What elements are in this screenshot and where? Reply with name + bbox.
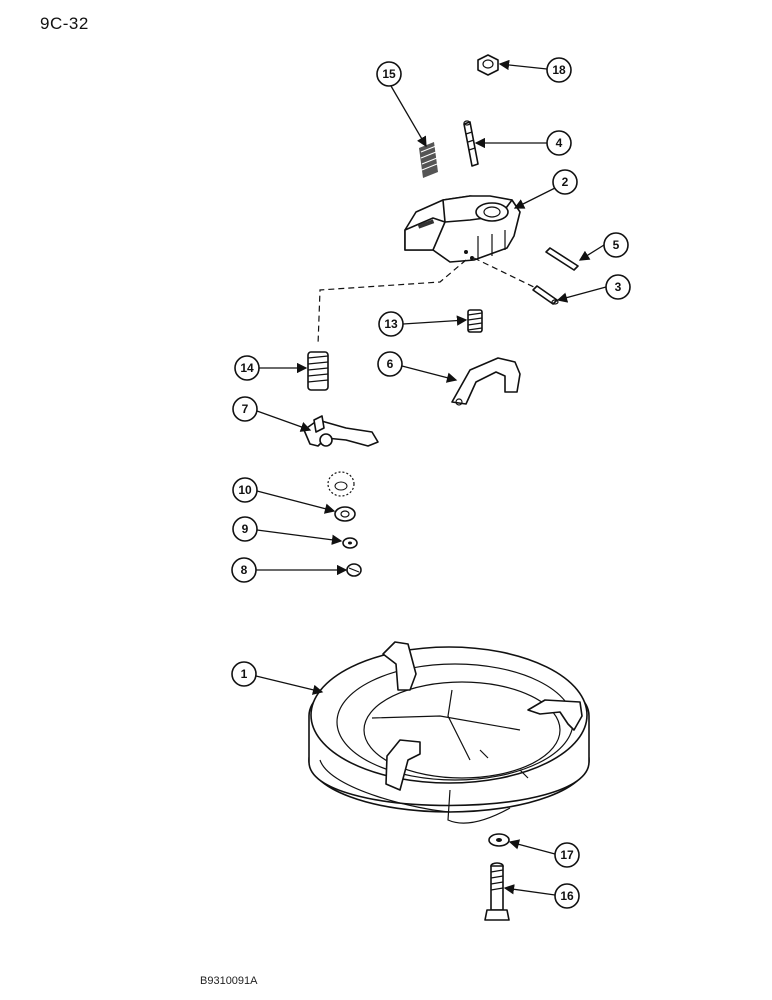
callout-15-label: 15 xyxy=(382,67,396,81)
callout-1: 1 xyxy=(231,661,257,687)
part-17-washer xyxy=(488,833,510,847)
callout-2: 2 xyxy=(552,169,578,195)
callout-8-label: 8 xyxy=(241,563,248,577)
callout-6: 6 xyxy=(377,351,403,377)
part-13-spring xyxy=(467,309,483,333)
figure-code: B9310091A xyxy=(200,975,258,987)
part-4-stud xyxy=(463,120,479,167)
callout-4-label: 4 xyxy=(556,136,563,150)
callout-5: 5 xyxy=(603,232,629,258)
callout-13: 13 xyxy=(378,311,404,337)
callout-14: 14 xyxy=(234,355,260,381)
callout-16-label: 16 xyxy=(560,889,574,903)
part-15-spring-pad xyxy=(419,142,438,178)
callout-18-label: 18 xyxy=(552,63,566,77)
part-16-bolt xyxy=(484,862,510,921)
part-10-washer xyxy=(334,506,356,522)
callout-10: 10 xyxy=(232,477,258,503)
part-2-housing xyxy=(404,195,521,263)
callout-9: 9 xyxy=(232,516,258,542)
callout-16: 16 xyxy=(554,883,580,909)
callout-3-label: 3 xyxy=(615,280,622,294)
callout-8: 8 xyxy=(231,557,257,583)
page-number: 9C-32 xyxy=(40,14,89,33)
callout-7-label: 7 xyxy=(242,402,249,416)
part-8-screw xyxy=(346,563,362,577)
part-14-spring xyxy=(307,351,329,391)
callout-14-label: 14 xyxy=(240,361,254,375)
part-7-lever xyxy=(303,415,379,447)
callout-15: 15 xyxy=(376,61,402,87)
part-9-washer xyxy=(342,537,358,549)
part-5-pin xyxy=(545,247,579,271)
callout-4: 4 xyxy=(546,130,572,156)
callout-6-label: 6 xyxy=(387,357,394,371)
part-1-base xyxy=(308,641,590,824)
callout-7: 7 xyxy=(232,396,258,422)
part-dotted-component xyxy=(327,471,355,497)
part-6-bracket xyxy=(451,357,521,406)
part-3-pin xyxy=(532,285,559,305)
callout-18: 18 xyxy=(546,57,572,83)
callout-9-label: 9 xyxy=(242,522,249,536)
callout-3: 3 xyxy=(605,274,631,300)
callout-10-label: 10 xyxy=(238,483,252,497)
callout-17: 17 xyxy=(554,842,580,868)
callout-13-label: 13 xyxy=(384,317,398,331)
part-18-nut xyxy=(477,54,499,76)
callout-1-label: 1 xyxy=(241,667,248,681)
callout-5-label: 5 xyxy=(613,238,620,252)
callout-17-label: 17 xyxy=(560,848,574,862)
callout-2-label: 2 xyxy=(562,175,569,189)
